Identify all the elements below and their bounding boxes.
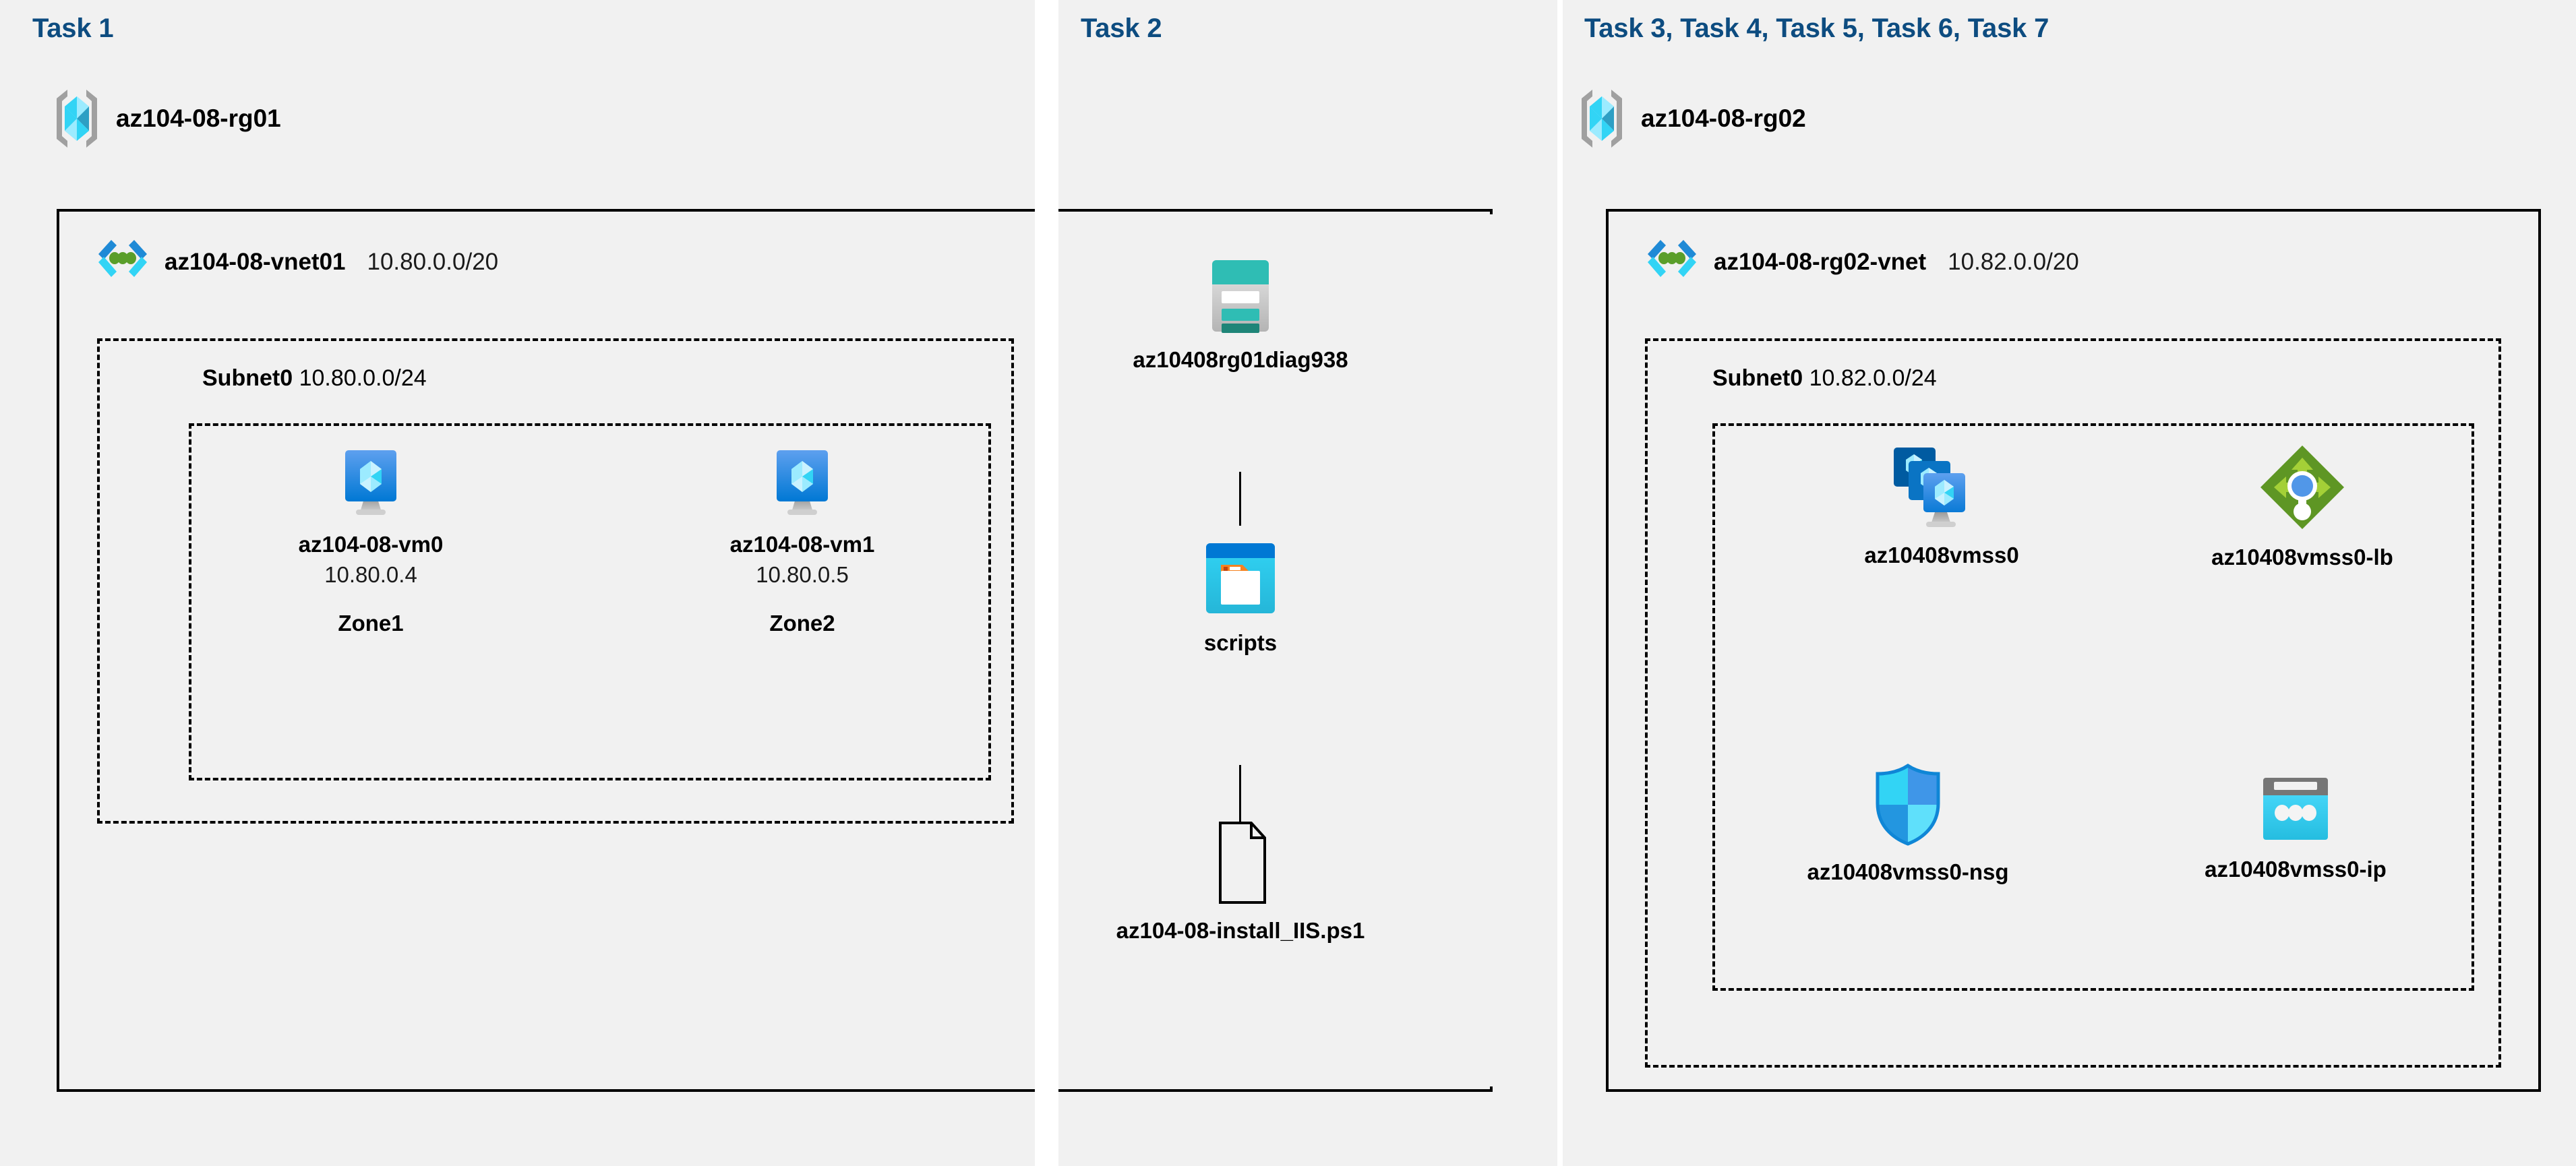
vnet-header-vnet01: az104-08-vnet01 10.80.0.0/20 xyxy=(94,237,498,287)
blob-container-icon xyxy=(1201,539,1280,619)
vm-scale-set-node[interactable]: az10408vmss0 xyxy=(1787,445,2097,569)
blob-container-node[interactable]: scripts xyxy=(1139,539,1342,656)
public-ip-address-name-label: az10408vmss0-ip xyxy=(2205,857,2387,882)
vm-node-az104-08-vm1[interactable]: az104-08-vm1 10.80.0.5 Zone2 xyxy=(688,445,917,636)
subnet-boundary-subnet0-rg02vnet xyxy=(1645,338,2501,1068)
network-security-group-icon xyxy=(1871,762,1945,848)
task1-panel xyxy=(0,0,1035,1166)
subnet-name-label: Subnet0 xyxy=(1712,365,1803,391)
vm-zone-label: Zone1 xyxy=(338,610,404,636)
subnet-cidr-label: 10.80.0.0/24 xyxy=(299,365,427,391)
vnet-name-label: az104-08-rg02-vnet xyxy=(1714,249,1927,275)
load-balancer-icon xyxy=(2256,441,2348,533)
virtual-network-icon xyxy=(94,237,151,287)
blob-container-name-label: scripts xyxy=(1203,630,1278,655)
resource-group-row-rg02: az104-08-rg02 xyxy=(1578,88,1806,150)
public-ip-address-icon xyxy=(2256,775,2335,845)
vnet-header-rg02-vnet: az104-08-rg02-vnet 10.82.0.0/20 xyxy=(1644,237,2079,287)
script-file-node[interactable]: az104-08-install_IIS.ps1 xyxy=(1106,819,1375,944)
vm-scale-set-name-label: az10408vmss0 xyxy=(1864,543,2019,567)
load-balancer-node[interactable]: az10408vmss0-lb xyxy=(2144,441,2461,571)
task3-7-title: Task 3, Task 4, Task 5, Task 6, Task 7 xyxy=(1584,13,2049,43)
resource-group-icon xyxy=(53,88,101,150)
vm-zone-label: Zone2 xyxy=(769,610,835,636)
task2-panel-overlay xyxy=(1058,214,1557,1086)
resource-group-label-rg02: az104-08-rg02 xyxy=(1641,104,1806,132)
vnet-boundary-az104-08-rg02-vnet xyxy=(1606,209,2541,1092)
subnet-boundary-subnet0-vnet01 xyxy=(97,338,1014,824)
resource-group-row-rg01: az104-08-rg01 xyxy=(53,88,281,150)
resource-group-icon xyxy=(1578,88,1626,150)
vm-scale-set-icon xyxy=(1891,445,1992,531)
network-security-group-name-label: az10408vmss0-nsg xyxy=(1807,859,2009,884)
virtual-machine-icon xyxy=(765,445,840,520)
panel-gutter-right xyxy=(1557,0,1563,1166)
connector-container-to-script xyxy=(1239,765,1241,822)
connector-storage-to-container xyxy=(1239,472,1241,526)
vnet-name-label: az104-08-vnet01 xyxy=(164,249,346,275)
vm-ip-label: 10.80.0.5 xyxy=(756,561,849,587)
network-security-group-node[interactable]: az10408vmss0-nsg xyxy=(1739,762,2076,886)
task2-title: Task 2 xyxy=(1081,13,1162,43)
vm-group-boundary-vnet01 xyxy=(189,423,991,780)
vm-name-label: az104-08-vm0 xyxy=(298,532,444,557)
subnet-name-label: Subnet0 xyxy=(202,365,293,391)
vnet-cidr-label: 10.80.0.0/20 xyxy=(367,249,499,275)
virtual-machine-icon xyxy=(333,445,409,520)
storage-account-name-label: az10408rg01diag938 xyxy=(1133,347,1348,372)
vm-name-label: az104-08-vm1 xyxy=(729,532,875,557)
panel-gutter-left xyxy=(1035,0,1058,1166)
subnet-label-rg02vnet: Subnet0 10.82.0.0/24 xyxy=(1712,365,1937,392)
script-file-name-label: az104-08-install_IIS.ps1 xyxy=(1116,918,1365,943)
virtual-network-icon xyxy=(1644,237,1700,287)
script-file-icon xyxy=(1205,819,1276,907)
resource-group-label-rg01: az104-08-rg01 xyxy=(116,104,281,132)
vm-ip-label: 10.80.0.4 xyxy=(324,561,417,587)
public-ip-address-node[interactable]: az10408vmss0-ip xyxy=(2137,775,2454,883)
storage-account-node[interactable]: az10408rg01diag938 xyxy=(1106,256,1375,373)
vmss-group-boundary-rg02vnet xyxy=(1712,423,2474,991)
subnet-cidr-label: 10.82.0.0/24 xyxy=(1809,365,1937,391)
load-balancer-name-label: az10408vmss0-lb xyxy=(2211,545,2393,570)
vm-node-az104-08-vm0[interactable]: az104-08-vm0 10.80.0.4 Zone1 xyxy=(256,445,485,636)
subnet-label-vnet01: Subnet0 10.80.0.0/24 xyxy=(202,365,427,392)
vnet-cidr-label: 10.82.0.0/20 xyxy=(1948,249,2079,275)
storage-account-icon xyxy=(1207,256,1274,336)
task1-title: Task 1 xyxy=(32,13,114,43)
task3-7-panel xyxy=(1563,0,2576,1166)
